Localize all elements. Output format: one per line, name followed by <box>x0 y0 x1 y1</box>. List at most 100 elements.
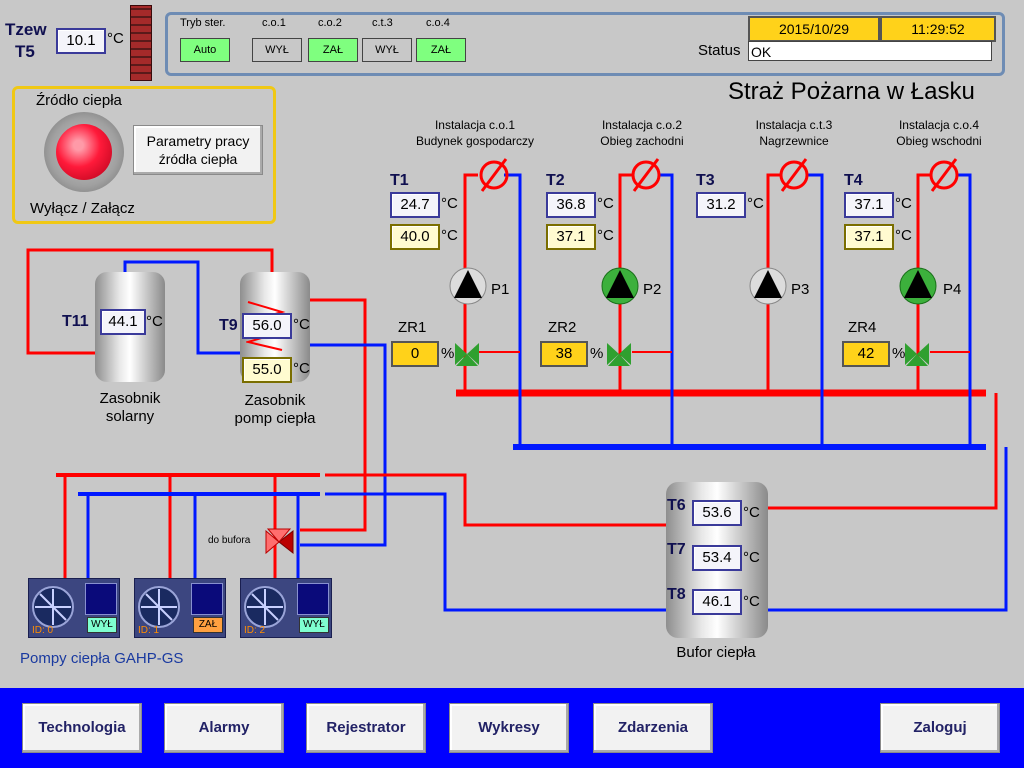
status-value: OK <box>748 41 992 61</box>
inst-3-line1: Instalacja c.t.3 <box>755 118 833 132</box>
toggle-label: Wyłącz / Załącz <box>30 200 135 217</box>
date-display: 2015/10/29 <box>748 16 880 42</box>
pump-p2-icon[interactable] <box>600 266 640 306</box>
nav-alarmy-button[interactable]: Alarmy <box>164 703 284 753</box>
solar-tank-name-2: solarny <box>105 408 155 425</box>
t4-unit: °C <box>895 195 912 212</box>
pump-p1-label: P1 <box>491 281 510 298</box>
circuit-4-name: c.o.4 <box>426 17 450 29</box>
t7-value: 53.4 <box>692 545 742 571</box>
heat-pump-2[interactable]: WYŁ ID: 2 <box>240 578 332 638</box>
pump-p2-label: P2 <box>643 281 662 298</box>
heat-pumps-group-label: Pompy ciepła GAHP-GS <box>20 650 184 667</box>
inst-4-line1: Instalacja c.o.4 <box>898 118 980 132</box>
inst-3-line2: Nagrzewnice <box>759 134 829 148</box>
inst-1-line1: Instalacja c.o.1 <box>434 118 516 132</box>
status-label: Status <box>698 42 741 59</box>
t3-unit: °C <box>747 195 764 212</box>
pump-p4-icon[interactable] <box>898 266 938 306</box>
heat-pump-1-state: ZAŁ <box>193 617 223 633</box>
circuit-1-name: c.o.1 <box>262 17 286 29</box>
t2-unit: °C <box>597 195 614 212</box>
t9-setpoint[interactable]: 55.0 <box>242 357 292 383</box>
circuit-3-name: c.t.3 <box>372 17 393 29</box>
fan-icon <box>244 586 286 628</box>
t11-unit: °C <box>146 313 163 330</box>
pump-p4-label: P4 <box>943 281 962 298</box>
heat-source-panel <box>12 86 276 224</box>
t8-unit: °C <box>743 593 760 610</box>
t8-value: 46.1 <box>692 589 742 615</box>
circuit-2-state-button[interactable]: ZAŁ <box>308 38 358 62</box>
inst-1-line2: Budynek gospodarczy <box>415 134 535 148</box>
pump-p3-icon[interactable] <box>748 266 788 306</box>
zr1-label: ZR1 <box>398 319 427 336</box>
zr4-value[interactable]: 42 <box>842 341 890 367</box>
nav-rejestrator-button[interactable]: Rejestrator <box>306 703 426 753</box>
t5-label: T5 <box>15 42 35 61</box>
t2-setpoint[interactable]: 37.1 <box>546 224 596 250</box>
t6-value: 53.6 <box>692 500 742 526</box>
pump-p1-icon[interactable] <box>448 266 488 306</box>
heat-source-lamp-icon <box>56 124 112 180</box>
nav-zdarzenia-button[interactable]: Zdarzenia <box>593 703 713 753</box>
nav-wykresy-button[interactable]: Wykresy <box>449 703 569 753</box>
circuit-4-state-button[interactable]: ZAŁ <box>416 38 466 62</box>
heat-pump-0[interactable]: WYŁ ID: 0 <box>28 578 120 638</box>
t1-unit: °C <box>441 195 458 212</box>
zr2-percent: % <box>590 345 604 362</box>
valve-1-icon <box>479 158 509 192</box>
t1-value: 24.7 <box>390 192 440 218</box>
solar-tank-name-1: Zasobnik <box>99 390 161 407</box>
chimney-icon <box>130 5 152 81</box>
zr1-value[interactable]: 0 <box>391 341 439 367</box>
zr2-label: ZR2 <box>548 319 577 336</box>
zr2-value[interactable]: 38 <box>540 341 588 367</box>
t1-setpoint[interactable]: 40.0 <box>390 224 440 250</box>
heat-pump-0-id: ID: 0 <box>32 625 54 636</box>
t2-label: T2 <box>546 172 565 189</box>
t3-label: T3 <box>696 172 715 189</box>
t11-label: T11 <box>62 313 89 330</box>
t2-set-unit: °C <box>597 227 614 244</box>
t8-label: T8 <box>667 586 686 603</box>
circuit-2-name: c.o.2 <box>318 17 342 29</box>
t5-value: 10.1 <box>56 28 106 54</box>
heat-pump-1[interactable]: ZAŁ ID: 1 <box>134 578 226 638</box>
heat-pump-0-state: WYŁ <box>87 617 117 633</box>
nav-technologia-button[interactable]: Technologia <box>22 703 142 753</box>
t1-set-unit: °C <box>441 227 458 244</box>
params-button[interactable]: Parametry pracy źródła ciepła <box>133 125 263 175</box>
heat-pump-2-state: WYŁ <box>299 617 329 633</box>
tryb-label: Tryb ster. <box>180 17 226 29</box>
t6-label: T6 <box>667 497 686 514</box>
nav-zaloguj-button[interactable]: Zaloguj <box>880 703 1000 753</box>
hp-tank-name-2: pomp ciepła <box>234 410 316 427</box>
valve-4-icon <box>929 158 959 192</box>
t4-setpoint[interactable]: 37.1 <box>844 224 894 250</box>
inst-4-line2: Obieg wschodni <box>896 134 982 148</box>
heat-pump-1-id: ID: 1 <box>138 625 160 636</box>
zr4-percent: % <box>892 345 906 362</box>
circuit-3-state-button[interactable]: WYŁ <box>362 38 412 62</box>
t9-unit: °C <box>293 316 310 333</box>
zr4-label: ZR4 <box>848 319 877 336</box>
tryb-auto-button[interactable]: Auto <box>180 38 230 62</box>
heat-pump-2-id: ID: 2 <box>244 625 266 636</box>
t3-value: 31.2 <box>696 192 746 218</box>
circuit-1-state-button[interactable]: WYŁ <box>252 38 302 62</box>
pump-p3-label: P3 <box>791 281 810 298</box>
time-display: 11:29:52 <box>880 16 996 42</box>
mixing-valve-1-icon <box>455 343 479 366</box>
t9-label: T9 <box>219 317 238 334</box>
t4-set-unit: °C <box>895 227 912 244</box>
t6-unit: °C <box>743 504 760 521</box>
buffer-tank-name: Bufor ciepła <box>676 644 756 661</box>
t7-label: T7 <box>667 541 686 558</box>
zr1-percent: % <box>441 345 455 362</box>
t4-label: T4 <box>844 172 863 189</box>
heat-source-title: Źródło ciepła <box>36 92 122 109</box>
valve-buffer-label: do bufora <box>208 535 251 546</box>
t9-set-unit: °C <box>293 360 310 377</box>
